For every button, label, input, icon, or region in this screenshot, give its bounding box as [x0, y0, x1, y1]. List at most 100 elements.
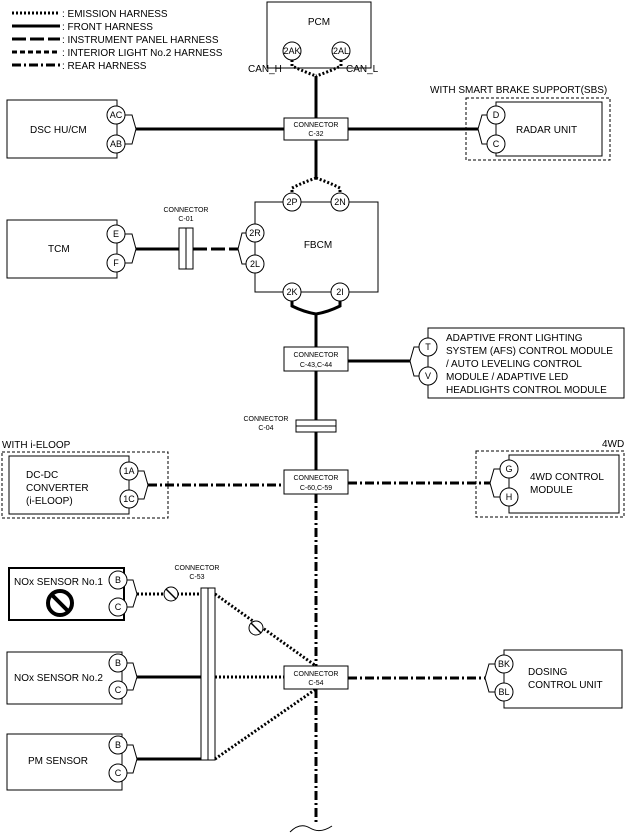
svg-text:C-01: C-01: [178, 216, 193, 223]
nox-sensor-1-module: NOx SENSOR No.1 B C: [8, 567, 128, 621]
svg-text:B: B: [115, 658, 121, 668]
svg-text:RADAR UNIT: RADAR UNIT: [516, 125, 577, 136]
fbcm-module: FBCM 2P 2N 2R 2L 2K 2I: [245, 192, 379, 302]
svg-text:4WD CONTROL: 4WD CONTROL: [530, 472, 604, 483]
svg-text:NOx SENSOR No.2: NOx SENSOR No.2: [14, 673, 103, 684]
svg-text:B: B: [115, 575, 121, 585]
svg-text:AC: AC: [110, 110, 123, 120]
svg-text:CONVERTER: CONVERTER: [26, 483, 89, 494]
svg-text:C-32: C-32: [308, 131, 323, 138]
legend-int-label: : INTERIOR LIGHT No.2 HARNESS: [62, 48, 223, 59]
svg-text:C-60,C-59: C-60,C-59: [300, 485, 332, 492]
svg-text:C-54: C-54: [308, 680, 323, 687]
c53-to-c54-lower-wire: [214, 687, 317, 761]
svg-text:2I: 2I: [336, 287, 344, 297]
svg-text:(i-ELOOP): (i-ELOOP): [26, 496, 73, 507]
dsc-hu-cm-module: DSC HU/CM AC AB: [6, 99, 126, 159]
svg-text:HEADLIGHTS CONTROL MODULE: HEADLIGHTS CONTROL MODULE: [446, 385, 607, 396]
not-used-icon: [163, 586, 179, 602]
break-mark: [289, 825, 333, 833]
i-eloop-group-label: WITH i-ELOOP: [2, 440, 71, 451]
svg-text:1C: 1C: [123, 494, 135, 504]
nox-sensor-2-module: NOx SENSOR No.2 B C: [6, 651, 128, 705]
c53-to-c54-upper-wire: [214, 592, 317, 668]
svg-text:DC-DC: DC-DC: [26, 470, 58, 481]
svg-text:C-04: C-04: [258, 425, 273, 432]
svg-text:2L: 2L: [250, 259, 260, 269]
sbs-group-label: WITH SMART BRAKE SUPPORT(SBS): [430, 85, 607, 96]
svg-text:CONNECTOR: CONNECTOR: [175, 565, 220, 572]
4wd-group-label: 4WD: [602, 439, 624, 450]
can-l-label: CAN_L: [346, 64, 379, 75]
connector-c54: CONNECTOR C-54: [283, 665, 349, 690]
svg-text:T: T: [425, 342, 431, 352]
connector-c04: CONNECTOR C-04: [244, 416, 337, 433]
legend: : EMISSION HARNESS : FRONT HARNESS : INS…: [12, 9, 223, 72]
fbcm-pin-2p: [282, 192, 302, 212]
dc-dc-converter-module: DC-DC CONVERTER (i-ELOOP) 1A 1C: [8, 455, 139, 515]
svg-text:CONNECTOR: CONNECTOR: [294, 352, 339, 359]
dosing-control-unit-module: DOSING CONTROL UNIT BK BL: [494, 649, 623, 709]
svg-text:SYSTEM (AFS) CONTROL MODULE: SYSTEM (AFS) CONTROL MODULE: [446, 346, 613, 357]
svg-text:BK: BK: [498, 659, 510, 669]
svg-text:1A: 1A: [123, 466, 134, 476]
svg-text:DSC HU/CM: DSC HU/CM: [30, 125, 87, 136]
svg-text:PM SENSOR: PM SENSOR: [28, 756, 88, 767]
pcm-module: PCM 2AK 2AL CAN_H CAN_L: [248, 1, 379, 75]
svg-text:G: G: [505, 464, 512, 474]
svg-text:C-43,C-44: C-43,C-44: [300, 362, 332, 369]
svg-text:TCM: TCM: [48, 244, 70, 255]
svg-text:CONTROL UNIT: CONTROL UNIT: [528, 680, 603, 691]
svg-text:/ AUTO LEVELING CONTROL: / AUTO LEVELING CONTROL: [446, 359, 582, 370]
svg-text:C: C: [115, 602, 122, 612]
svg-text:2K: 2K: [286, 287, 297, 297]
prohibited-icon: [46, 589, 74, 617]
not-used-icon: [248, 620, 264, 636]
svg-text:E: E: [113, 229, 119, 239]
connector-c01: CONNECTOR C-01: [164, 207, 209, 270]
radar-unit-module: RADAR UNIT D C: [486, 101, 603, 157]
tcm-module: TCM E F: [6, 219, 126, 279]
svg-text:MODULE / ADAPTIVE LED: MODULE / ADAPTIVE LED: [446, 372, 568, 383]
svg-text:AB: AB: [110, 139, 122, 149]
svg-text:C: C: [115, 685, 122, 695]
legend-ip-label: : INSTRUMENT PANEL HARNESS: [62, 35, 219, 46]
svg-text:MODULE: MODULE: [530, 485, 573, 496]
svg-text:DOSING: DOSING: [528, 667, 568, 678]
afs-control-module: ADAPTIVE FRONT LIGHTING SYSTEM (AFS) CON…: [418, 327, 625, 399]
connector-c53: CONNECTOR C-53: [175, 565, 220, 761]
connector-c32: CONNECTOR C-32: [283, 117, 349, 141]
svg-text:NOx SENSOR No.1: NOx SENSOR No.1: [14, 577, 103, 588]
svg-text:2R: 2R: [249, 228, 261, 238]
can-h-label: CAN_H: [248, 64, 282, 75]
pm-sensor-module: PM SENSOR B C: [6, 733, 128, 791]
svg-text:C: C: [493, 139, 500, 149]
svg-text:2N: 2N: [334, 197, 346, 207]
svg-text:FBCM: FBCM: [304, 240, 332, 251]
connector-c43-c44: CONNECTOR C-43,C-44: [283, 346, 349, 372]
svg-text:CONNECTOR: CONNECTOR: [294, 671, 339, 678]
legend-rear-label: : REAR HARNESS: [62, 61, 147, 72]
svg-text:F: F: [113, 258, 119, 268]
svg-text:2AK: 2AK: [283, 46, 300, 56]
svg-text:V: V: [425, 371, 431, 381]
svg-text:2AL: 2AL: [333, 46, 349, 56]
svg-text:CONNECTOR: CONNECTOR: [294, 475, 339, 482]
connector-c60-c59: CONNECTOR C-60,C-59: [283, 469, 349, 495]
legend-emission-label: : EMISSION HARNESS: [62, 9, 168, 20]
svg-text:CONNECTOR: CONNECTOR: [164, 207, 209, 214]
svg-text:C-53: C-53: [189, 574, 204, 581]
svg-text:C: C: [115, 768, 122, 778]
pcm-label: PCM: [308, 17, 330, 28]
svg-text:ADAPTIVE FRONT LIGHTING: ADAPTIVE FRONT LIGHTING: [446, 333, 583, 344]
4wd-control-module: 4WD CONTROL MODULE G H: [499, 454, 620, 514]
svg-text:B: B: [115, 740, 121, 750]
legend-front-label: : FRONT HARNESS: [62, 22, 153, 33]
svg-text:BL: BL: [498, 687, 509, 697]
svg-text:CONNECTOR: CONNECTOR: [294, 122, 339, 129]
svg-text:D: D: [493, 110, 500, 120]
svg-text:H: H: [506, 492, 513, 502]
svg-text:CONNECTOR: CONNECTOR: [244, 416, 289, 423]
svg-text:2P: 2P: [286, 197, 297, 207]
